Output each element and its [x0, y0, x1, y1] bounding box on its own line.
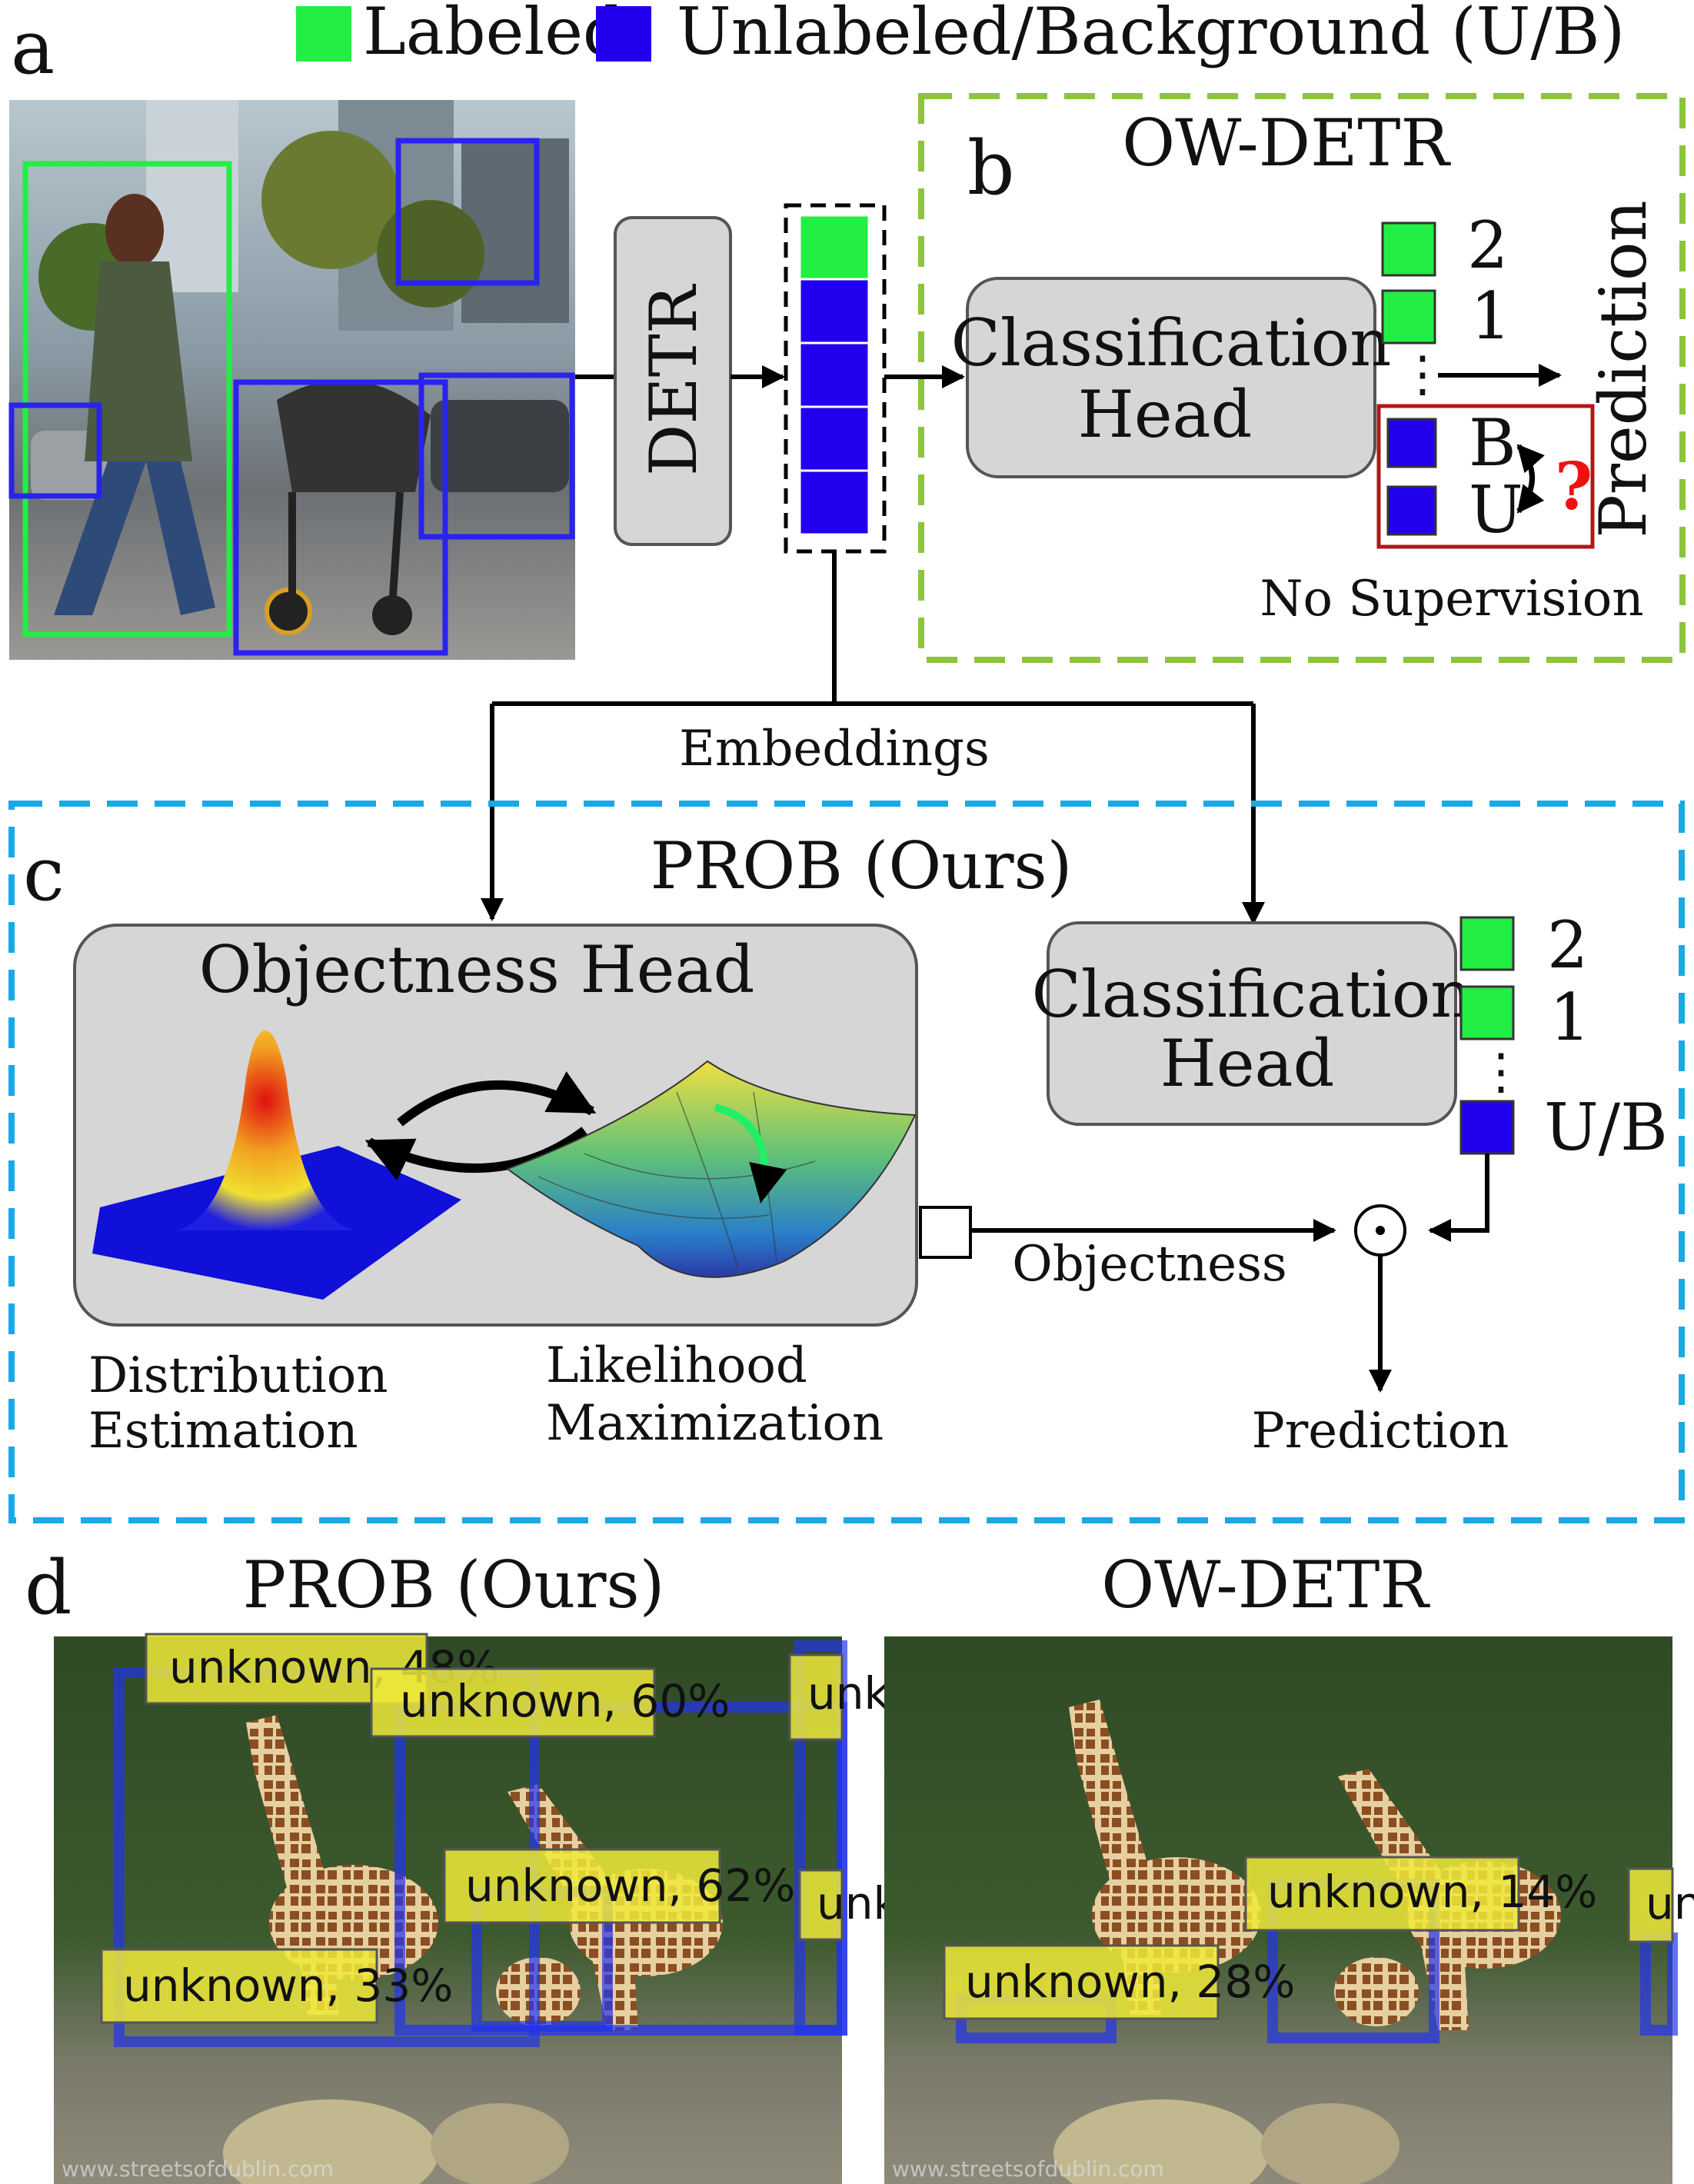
panel-c-title: PROB (Ours) [651, 828, 1073, 904]
owdetr-u-label: U [1469, 472, 1523, 548]
likelihood-surface-illustration [505, 1060, 917, 1278]
prob-cls-line2: Head [1160, 1026, 1335, 1101]
prob-label-box-3 [788, 1653, 844, 1741]
panel-d-right-title: OW-DETR [1101, 1547, 1430, 1623]
owdetr-label-text-2: unknown, 28% [965, 1956, 1295, 2008]
no-supervision-box [1376, 404, 1595, 549]
prob-label-text-2: unknown, 60% [400, 1675, 730, 1727]
embeddings-label: Embeddings [679, 721, 990, 777]
box-unlabeled-left-car [8, 402, 102, 499]
legend-unlabeled-swatch [596, 6, 651, 62]
objectness-label: Objectness [1012, 1236, 1287, 1293]
prob-label-box-2 [370, 1667, 656, 1738]
owdetr-b-swatch [1386, 418, 1437, 468]
panel-d-left-title: PROB (Ours) [243, 1547, 665, 1623]
owdetr-label-text-1: unknown, 14% [1267, 1866, 1597, 1918]
panel-c-border [8, 801, 1685, 1523]
legend-labeled-text: Labeled [363, 0, 624, 69]
detr-label: DETR [636, 283, 711, 476]
owdetr-class-1-swatch [1381, 289, 1436, 345]
box-labeled-person [22, 161, 232, 638]
prob-label-text-4: unknown, 62% [465, 1859, 795, 1912]
prob-label-box-5 [798, 1869, 844, 1941]
distribution-estimation-line2: Estimation [88, 1403, 358, 1460]
prob-classification-head [1047, 921, 1457, 1126]
cycle-arrow-bottom-icon [364, 1127, 587, 1181]
prob-prediction-label: Prediction [1252, 1403, 1509, 1460]
owdetr-class-2-swatch [1381, 221, 1436, 277]
prob-dots: ⋮ [1476, 1044, 1526, 1100]
descent-arrow-icon [714, 1104, 787, 1204]
owdetr-prediction-label: Prediction [1586, 200, 1661, 538]
gaussian-distribution-illustration [92, 1030, 461, 1300]
prob-ub-swatch [1459, 1100, 1515, 1155]
panel-letter-c: c [23, 831, 65, 917]
objectness-head-label: Objectness Head [199, 932, 755, 1007]
box-unlabeled-sign [395, 138, 540, 286]
legend-labeled-swatch [296, 6, 351, 62]
prob-class-1-swatch [1459, 985, 1515, 1040]
box-unlabeled-right-car [418, 372, 575, 540]
panel-letter-d: d [25, 1545, 72, 1631]
legend-unlabeled-text: Unlabeled/Background (U/B) [677, 0, 1625, 69]
prob-label-box-4 [443, 1848, 721, 1924]
prob-class-2-swatch [1459, 916, 1515, 971]
likelihood-maximization-line2: Maximization [546, 1395, 884, 1452]
street-photo [8, 100, 575, 660]
query-embedding-stack [784, 203, 887, 554]
detr-block [614, 216, 732, 546]
owdetr-u-swatch [1386, 485, 1437, 536]
arrow-ub-to-product [1428, 1154, 1489, 1242]
owdetr-class-1-label: 1 [1470, 278, 1511, 354]
owdetr-head-line2: Head [1078, 377, 1253, 452]
swap-arrow-icon [1516, 444, 1545, 514]
owdetr-label-box-2 [943, 1944, 1220, 2020]
no-supervision-label: No Supervision [1260, 571, 1643, 628]
prob-result-photo: unknown, 48% unknown, 60% unkn unknown, … [54, 1633, 918, 2184]
legend: Labeled Unlabeled/Background (U/B) [296, 0, 1625, 69]
prob-photo-watermark: www.streetsofdublin.com [62, 2156, 334, 2182]
prob-label-text-6: unknown, 33% [123, 1959, 453, 2012]
owdetr-classification-head [966, 277, 1376, 478]
prob-class-2-label: 2 [1547, 907, 1588, 983]
prob-ub-label: U/B [1544, 1090, 1668, 1165]
prob-cls-line1: Classification [1032, 957, 1473, 1032]
owdetr-photo-watermark: www.streetsofdublin.com [892, 2156, 1164, 2182]
cycle-arrow-top-icon [397, 1071, 597, 1127]
box-unlabeled-stroller [233, 379, 448, 656]
panel-letter-a: a [11, 5, 55, 91]
owdetr-class-2-label: 2 [1467, 208, 1508, 283]
embeddings-connector [481, 551, 1265, 925]
panel-b-title: OW-DETR [1122, 105, 1451, 181]
owdetr-label-box-3 [1627, 1867, 1674, 1943]
owdetr-result-photo: unknown, 14% unknown, 28% unl www.street… [884, 1636, 1694, 2184]
prob-class-1-label: 1 [1549, 980, 1590, 1055]
owdetr-label-box-1 [1244, 1856, 1520, 1932]
likelihood-maximization-line1: Likelihood [546, 1337, 807, 1394]
owdetr-b-label: B [1469, 405, 1516, 481]
product-operator-dot [1376, 1226, 1385, 1235]
owdetr-label-text-3: unl [1646, 1877, 1694, 1929]
objectness-output-square [919, 1206, 972, 1259]
distribution-estimation-line1: Distribution [88, 1347, 388, 1404]
question-mark: ? [1555, 448, 1592, 524]
panel-letter-b: b [967, 125, 1014, 211]
owdetr-head-line1: Classification [951, 305, 1392, 381]
prob-label-box-6 [100, 1948, 378, 2024]
